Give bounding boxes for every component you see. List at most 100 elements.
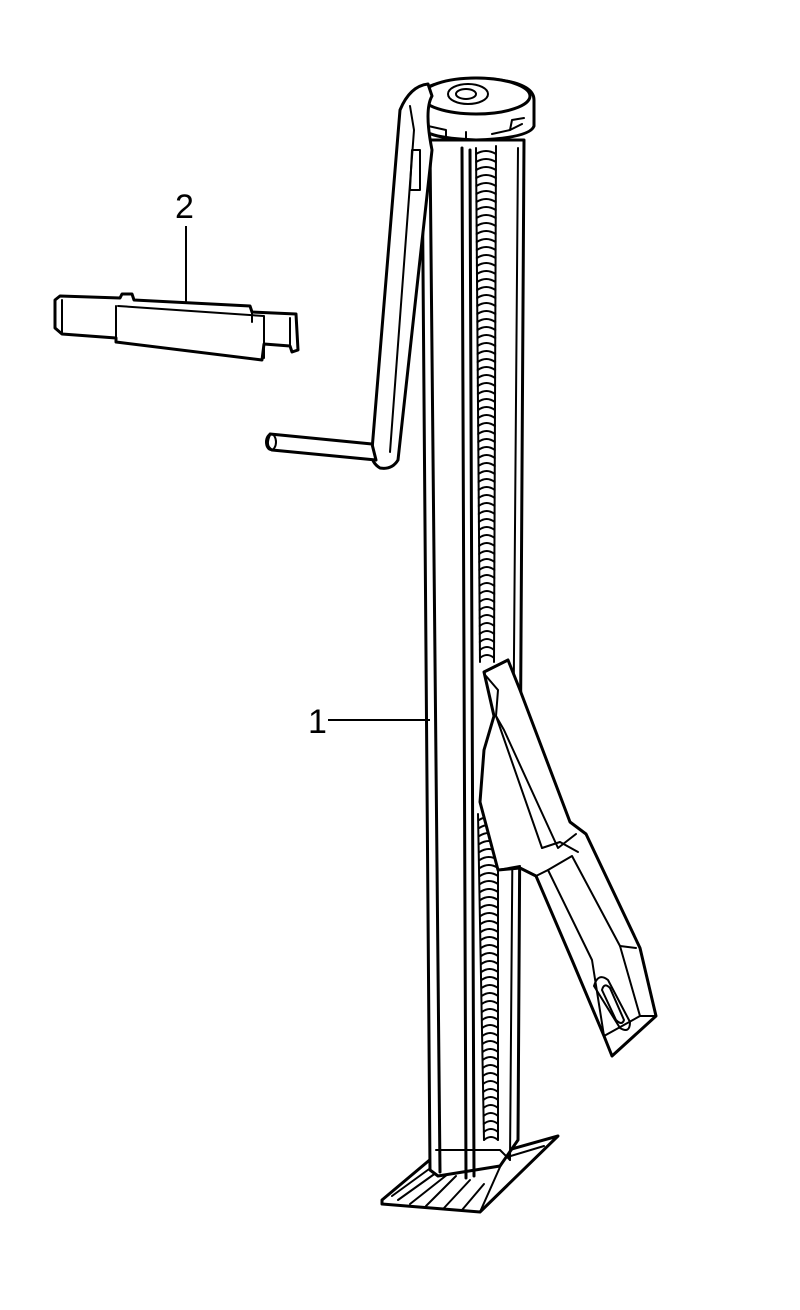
thread-ridge — [477, 454, 496, 459]
thread-ridge — [475, 158, 497, 163]
thread-ridge — [478, 566, 496, 571]
thread-ridge — [475, 198, 497, 203]
jack-top-cap — [418, 76, 536, 142]
thread-ridge — [478, 880, 499, 885]
thread-ridge — [482, 1120, 499, 1125]
thread-ridge — [481, 1024, 499, 1029]
thread-ridge — [478, 606, 496, 611]
thread-ridge — [479, 920, 499, 925]
callout-2: 2 — [175, 188, 194, 302]
thread-ridge — [475, 238, 497, 243]
thread-ridge — [477, 430, 496, 435]
thread-ridge — [481, 1064, 499, 1069]
thread-ridge — [476, 390, 497, 395]
thread-ridge — [478, 590, 496, 595]
part-1-jack[interactable] — [265, 76, 658, 1214]
thread-ridge — [475, 254, 497, 259]
thread-ridge — [481, 1048, 499, 1053]
thread-ridge — [481, 1056, 499, 1061]
thread-ridge — [475, 166, 497, 171]
thread-ridge — [479, 944, 499, 949]
thread-ridge — [480, 968, 499, 973]
thread-ridge — [478, 574, 496, 579]
jack-screw-thread-upper — [475, 150, 497, 659]
thread-ridge — [477, 470, 496, 475]
thread-ridge — [480, 952, 499, 957]
thread-ridge — [482, 1080, 499, 1085]
thread-ridge — [475, 150, 497, 155]
thread-ridge — [480, 1000, 499, 1005]
thread-ridge — [482, 1104, 499, 1109]
thread-ridge — [476, 286, 497, 291]
thread-ridge — [476, 294, 497, 299]
thread-ridge — [476, 374, 497, 379]
callout-label-1: 1 — [308, 703, 327, 741]
thread-ridge — [479, 896, 499, 901]
thread-ridge — [475, 214, 497, 219]
thread-ridge — [479, 912, 499, 917]
thread-ridge — [476, 398, 497, 403]
thread-ridge — [479, 928, 499, 933]
thread-ridge — [477, 438, 496, 443]
thread-ridge — [476, 310, 497, 315]
thread-ridge — [476, 350, 497, 355]
thread-ridge — [476, 326, 497, 331]
thread-ridge — [480, 976, 499, 981]
jack-crank-handle[interactable] — [265, 82, 434, 470]
thread-ridge — [480, 960, 499, 965]
thread-ridge — [480, 1008, 499, 1013]
thread-ridge — [477, 462, 496, 467]
thread-ridge — [482, 1096, 499, 1101]
thread-ridge — [480, 992, 499, 997]
thread-ridge — [476, 302, 497, 307]
thread-ridge — [475, 182, 497, 187]
thread-ridge — [475, 190, 497, 195]
thread-ridge — [476, 318, 497, 323]
thread-ridge — [475, 222, 497, 227]
thread-ridge — [481, 1072, 499, 1077]
thread-ridge — [475, 270, 497, 275]
thread-ridge — [475, 230, 497, 235]
thread-ridge — [475, 262, 497, 267]
thread-ridge — [477, 414, 496, 419]
thread-ridge — [478, 558, 496, 563]
thread-ridge — [477, 502, 496, 507]
thread-ridge — [482, 1136, 499, 1141]
thread-ridge — [478, 654, 496, 659]
thread-ridge — [477, 510, 496, 515]
thread-ridge — [478, 872, 499, 877]
thread-ridge — [477, 526, 496, 531]
thread-ridge — [479, 888, 499, 893]
thread-ridge — [477, 446, 496, 451]
thread-ridge — [481, 1040, 499, 1045]
callout-label-2: 2 — [175, 188, 194, 226]
thread-ridge — [478, 630, 496, 635]
thread-ridge — [478, 622, 496, 627]
thread-ridge — [477, 422, 496, 427]
part-2-clip[interactable] — [53, 292, 300, 362]
thread-ridge — [477, 478, 496, 483]
thread-ridge — [476, 366, 497, 371]
thread-ridge — [475, 174, 497, 179]
thread-ridge — [477, 486, 496, 491]
thread-ridge — [482, 1088, 499, 1093]
thread-ridge — [476, 278, 497, 283]
callout-1: 1 — [308, 703, 430, 741]
thread-ridge — [482, 1128, 499, 1133]
jack-lifting-arm — [478, 658, 658, 1058]
thread-ridge — [479, 904, 499, 909]
thread-ridge — [478, 534, 496, 539]
thread-ridge — [475, 246, 497, 251]
thread-ridge — [478, 638, 496, 643]
thread-ridge — [476, 342, 497, 347]
thread-ridge — [481, 1016, 499, 1021]
thread-ridge — [478, 646, 496, 651]
thread-ridge — [476, 334, 497, 339]
thread-ridge — [475, 206, 497, 211]
thread-ridge — [478, 614, 496, 619]
thread-ridge — [478, 598, 496, 603]
thread-ridge — [476, 382, 497, 387]
thread-ridge — [477, 494, 496, 499]
thread-ridge — [478, 542, 496, 547]
